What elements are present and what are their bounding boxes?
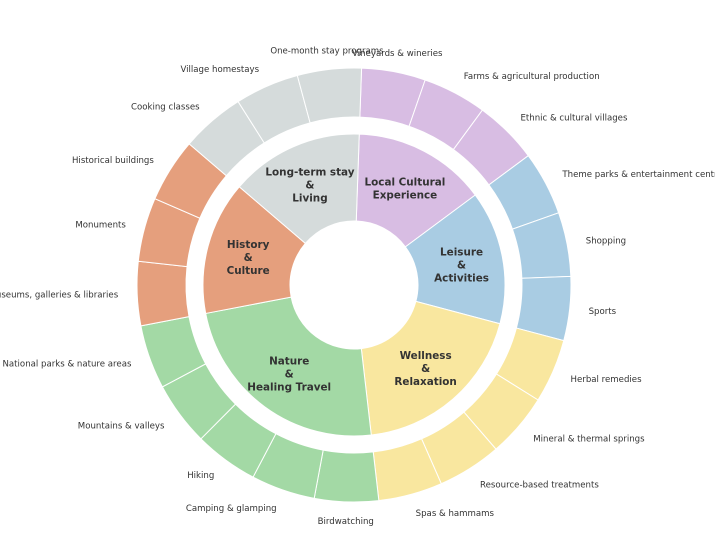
category-label-nature-and-healing-travel: Nature&Healing Travel xyxy=(247,355,331,393)
category-segment-long-term-stay-and-living xyxy=(238,133,360,245)
item-label-hiking: Hiking xyxy=(187,471,214,481)
item-label-vineyards-and-wineries: Vineyards & wineries xyxy=(352,49,443,59)
item-label-shopping: Shopping xyxy=(586,237,626,247)
item-label-one-month-stay-programs: One-month stay programs xyxy=(270,47,384,57)
item-label-cooking-classes: Cooking classes xyxy=(131,103,200,113)
category-label-leisure-and-activities: Leisure&Activities xyxy=(434,246,489,284)
item-label-camping-and-glamping: Camping & glamping xyxy=(186,504,277,514)
item-label-birdwatching: Birdwatching xyxy=(318,517,374,527)
category-label-wellness-and-relaxation: Wellness&Relaxation xyxy=(394,350,456,388)
category-segment-nature-and-healing-travel xyxy=(205,296,372,437)
item-label-resource-based-treatments: Resource-based treatments xyxy=(480,481,599,491)
item-segment-one-month-stay-programs xyxy=(296,67,363,124)
item-label-mountains-and-valleys: Mountains & valleys xyxy=(78,422,165,432)
inner-ring xyxy=(202,133,506,437)
item-segment-birdwatching xyxy=(313,449,380,503)
item-label-museums-galleries-and-libraries: Museums, galleries & libraries xyxy=(0,290,119,300)
item-label-spas-and-hammams: Spas & hammams xyxy=(416,509,495,519)
category-segment-wellness-and-relaxation xyxy=(360,300,501,436)
item-label-herbal-remedies: Herbal remedies xyxy=(571,375,643,385)
outer-ring xyxy=(136,67,572,503)
item-label-sports: Sports xyxy=(589,307,617,317)
item-label-mineral-and-thermal-springs: Mineral & thermal springs xyxy=(533,434,645,444)
item-segment-museums-galleries-and-libraries xyxy=(136,260,190,327)
category-label-long-term-stay-and-living: Long-term stay&Living xyxy=(265,167,354,205)
item-label-monuments: Monuments xyxy=(75,220,126,230)
category-segment-local-cultural-experience xyxy=(355,133,476,248)
item-label-historical-buildings: Historical buildings xyxy=(72,156,154,166)
category-segment-history-and-culture xyxy=(202,186,307,315)
item-label-national-parks-and-nature-areas: National parks & nature areas xyxy=(2,360,131,370)
item-label-theme-parks-and-entertainment-centres: Theme parks & entertainment centres xyxy=(561,170,715,180)
item-label-ethnic-and-cultural-villages: Ethnic & cultural villages xyxy=(520,114,628,124)
item-label-village-homestays: Village homestays xyxy=(180,65,259,75)
category-segment-leisure-and-activities xyxy=(404,194,506,325)
category-label-history-and-culture: History&Culture xyxy=(227,239,270,277)
item-label-farms-and-agricultural-production: Farms & agricultural production xyxy=(464,72,600,82)
